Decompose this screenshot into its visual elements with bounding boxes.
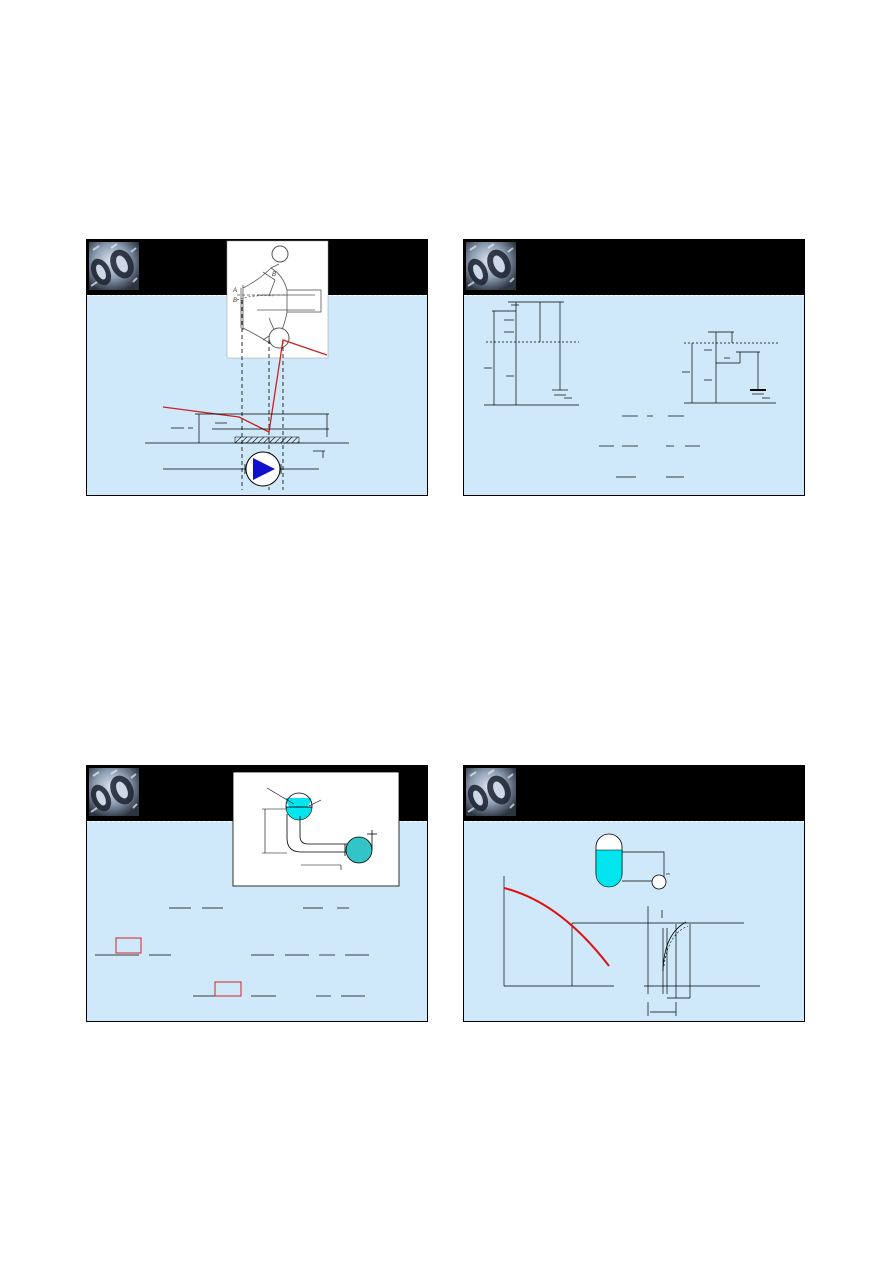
pump-arrow-icon — [253, 458, 275, 480]
header-separator — [464, 821, 804, 822]
slide-header — [464, 766, 804, 821]
label-b1: B — [233, 298, 237, 304]
guide-lines — [241, 300, 284, 490]
impeller-eye-bottom — [268, 327, 290, 349]
slide-header — [464, 240, 804, 295]
label-b2: B — [272, 272, 276, 278]
highlight-box — [214, 981, 242, 997]
highlight-box — [115, 937, 142, 954]
label-a: A — [232, 288, 237, 294]
impeller-pressure-diagram: A B B — [145, 240, 349, 490]
right-chart — [644, 906, 760, 1016]
performance-curve — [503, 887, 610, 967]
formula-lines — [599, 415, 700, 478]
npsh-curve — [662, 921, 687, 972]
inset-panel — [232, 771, 400, 887]
left-head-diagram — [484, 301, 579, 406]
slide-curve — [463, 765, 805, 1022]
suction-pipe — [286, 814, 349, 853]
header-separator — [464, 295, 804, 296]
ground-hatch — [234, 436, 300, 444]
right-head-diagram — [682, 331, 780, 404]
dimension-lines — [262, 808, 342, 870]
vessel-liquid — [595, 849, 623, 888]
formula-lines — [95, 907, 369, 997]
slide-energy-levels — [463, 239, 805, 496]
left-chart — [503, 876, 744, 987]
impeller-eye-top — [271, 245, 289, 263]
npsh-curve-diagram — [503, 833, 760, 1016]
slide-tank-pump — [86, 765, 428, 1022]
slide-npsh-impeller: A B B — [86, 239, 428, 496]
pump-icon — [345, 836, 373, 864]
pump-icon — [651, 874, 667, 890]
suction-diagram — [95, 771, 400, 997]
head-diagram — [484, 301, 780, 478]
